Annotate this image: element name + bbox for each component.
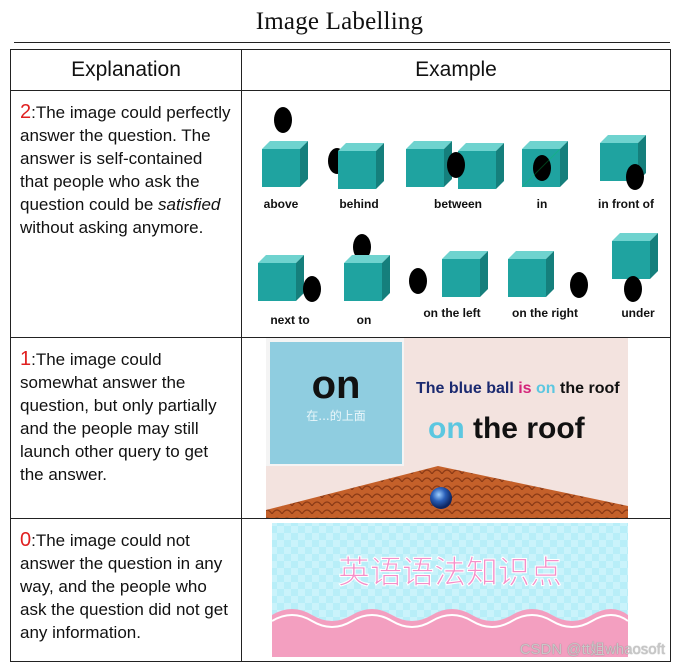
score-label: 0 <box>20 529 32 551</box>
table-row: 2:The image could perfectly answer the q… <box>10 90 671 338</box>
explanation-text: 2:The image could perfectly answer the q… <box>11 91 241 239</box>
cube-under <box>612 233 658 302</box>
cube-behind <box>328 143 384 189</box>
label-in-front-of: in front of <box>598 197 655 211</box>
explanation-cell: 2:The image could perfectly answer the q… <box>10 90 242 338</box>
blue-ball <box>430 487 452 509</box>
banner-text: 英语语法知识点 <box>338 553 562 591</box>
label-above: above <box>264 197 299 211</box>
cube-next-to <box>258 255 321 302</box>
watermark: CSDN @tt姐whaosoft <box>519 641 665 658</box>
cube-above <box>262 107 308 187</box>
cube-on-the-right <box>508 251 588 298</box>
prepositions-image: above behind between in in front of <box>258 107 658 327</box>
roof-image: on 在...的上面 The blue ball is on the roof … <box>266 338 628 518</box>
cube-between <box>406 141 504 189</box>
label-on: on <box>357 313 372 327</box>
score-label: 2 <box>20 101 32 123</box>
explanation-emphasis: satisfied <box>158 195 221 214</box>
title-rule <box>14 42 670 43</box>
table-row: 0:The image could not answer the questio… <box>10 518 671 662</box>
page-title: Image Labelling <box>255 8 424 35</box>
explanation-text: 0:The image could not answer the questio… <box>11 519 241 644</box>
chinese-caption: 在...的上面 <box>306 408 365 423</box>
label-between: between <box>434 197 482 211</box>
label-on-the-left: on the left <box>423 306 480 320</box>
example-cell: above behind between in in front of <box>241 90 671 338</box>
big-on-word: on <box>312 363 361 407</box>
example-cell: 英语语法知识点 <box>241 518 671 662</box>
explanation-part: :The image could not answer the question… <box>20 531 228 642</box>
score-label: 1 <box>20 348 32 370</box>
explanation-text: 1:The image could somewhat answer the qu… <box>11 338 241 486</box>
explanation-part: :The image could somewhat answer the que… <box>20 350 217 484</box>
label-behind: behind <box>339 197 378 211</box>
cube-on-the-left <box>409 251 488 297</box>
banner-image: 英语语法知识点 <box>271 523 629 657</box>
label-next-to: next to <box>270 313 309 327</box>
label-on-the-right: on the right <box>512 306 578 320</box>
header-example: Example <box>241 49 671 91</box>
explanation-cell: 0:The image could not answer the questio… <box>10 518 242 662</box>
header-explanation: Explanation <box>10 49 242 91</box>
cube-in <box>521 141 568 188</box>
table-row: 1:The image could somewhat answer the qu… <box>10 337 671 519</box>
cube-in-front-of <box>600 135 646 190</box>
explanation-part: without asking anymore. <box>20 218 204 237</box>
explanation-part: :The image could perfectly answer the qu… <box>20 103 231 214</box>
explanation-cell: 1:The image could somewhat answer the qu… <box>10 337 242 519</box>
roof-sentence: The blue ball is on the roof <box>416 380 620 397</box>
header-row: Explanation Example <box>10 49 671 91</box>
labelling-table: Explanation Example 2:The image could pe… <box>10 49 671 662</box>
label-under: under <box>621 306 655 320</box>
cube-on <box>344 234 390 301</box>
roof-big-text: on the roof <box>428 412 586 445</box>
example-cell: on 在...的上面 The blue ball is on the roof … <box>241 337 671 519</box>
label-in: in <box>537 197 548 211</box>
